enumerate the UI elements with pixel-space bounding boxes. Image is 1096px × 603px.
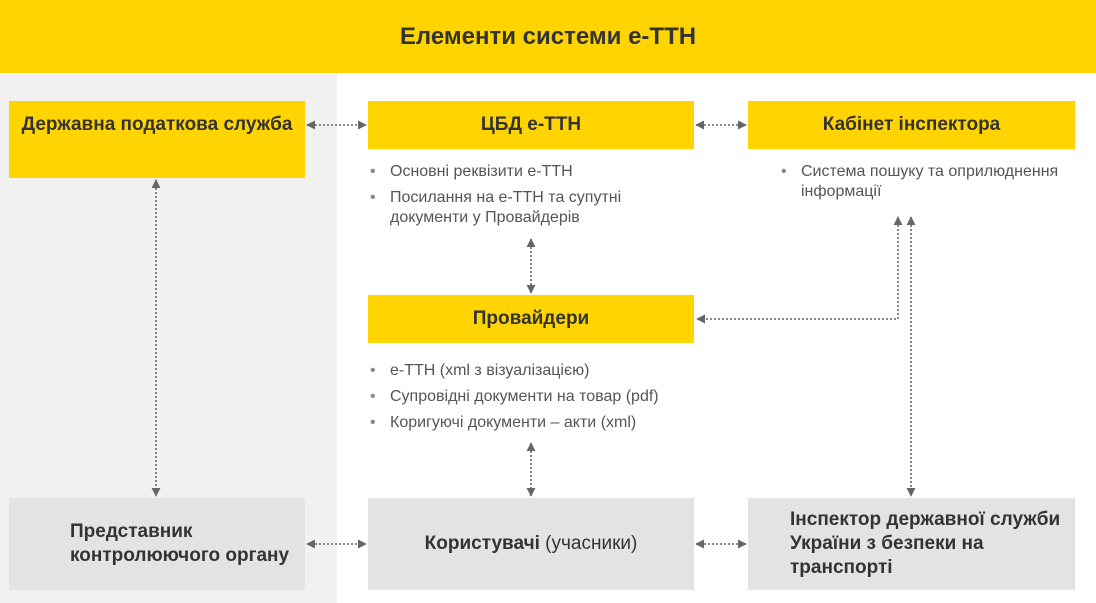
users-note: (учасники)	[545, 533, 638, 554]
cbd-item: Посилання на е-ТТН та супутні документи …	[368, 188, 694, 228]
users-node: Користувачі (учасники)	[368, 498, 694, 590]
cbd-label: ЦБД е-ТТН	[480, 114, 582, 135]
inspector-cabinet-node: Кабінет інспектора	[748, 101, 1075, 149]
provider-item: Супровідні документи на товар (pdf)	[368, 387, 728, 407]
users-label: Користувачі (учасники)	[425, 532, 638, 556]
provider-item: е-ТТН (xml з візуалізацією)	[368, 361, 728, 381]
transport-inspector-node: Інспектор державної служби України з без…	[748, 498, 1075, 590]
providers-label: Провайдери	[472, 308, 590, 329]
control-representative-label: Представник контролюючого органу	[70, 521, 290, 566]
inspector-cabinet-label: Кабінет інспектора	[822, 114, 1001, 135]
transport-inspector-label: Інспектор державної служби України з без…	[790, 509, 1061, 578]
provider-item-list: е-ТТН (xml з візуалізацією) Супровідні д…	[368, 361, 728, 439]
providers-node: Провайдери	[368, 295, 694, 343]
cbd-item-list: Основні реквізити е-ТТН Посилання на е-Т…	[368, 162, 694, 234]
users-title: Користувачі	[424, 533, 540, 554]
inspector-cabinet-item: Система пошуку та оприлюднення інформаці…	[779, 162, 1069, 202]
inspector-cabinet-item-list: Система пошуку та оприлюднення інформаці…	[779, 162, 1069, 208]
header-banner: Елементи системи е-ТТН	[0, 0, 1096, 73]
provider-item: Коригуючі документи – акти (xml)	[368, 413, 728, 433]
cbd-node: ЦБД е-ТТН	[368, 101, 694, 149]
control-representative-node: Представник контролюючого органу	[9, 498, 305, 590]
cabinet-providers-connector	[696, 216, 903, 324]
tax-service-label: Державна податкова служба	[21, 114, 293, 135]
tax-service-node: Державна податкова служба	[9, 101, 305, 178]
page-title: Елементи системи е-ТТН	[399, 22, 697, 50]
cbd-item: Основні реквізити е-ТТН	[368, 162, 694, 182]
